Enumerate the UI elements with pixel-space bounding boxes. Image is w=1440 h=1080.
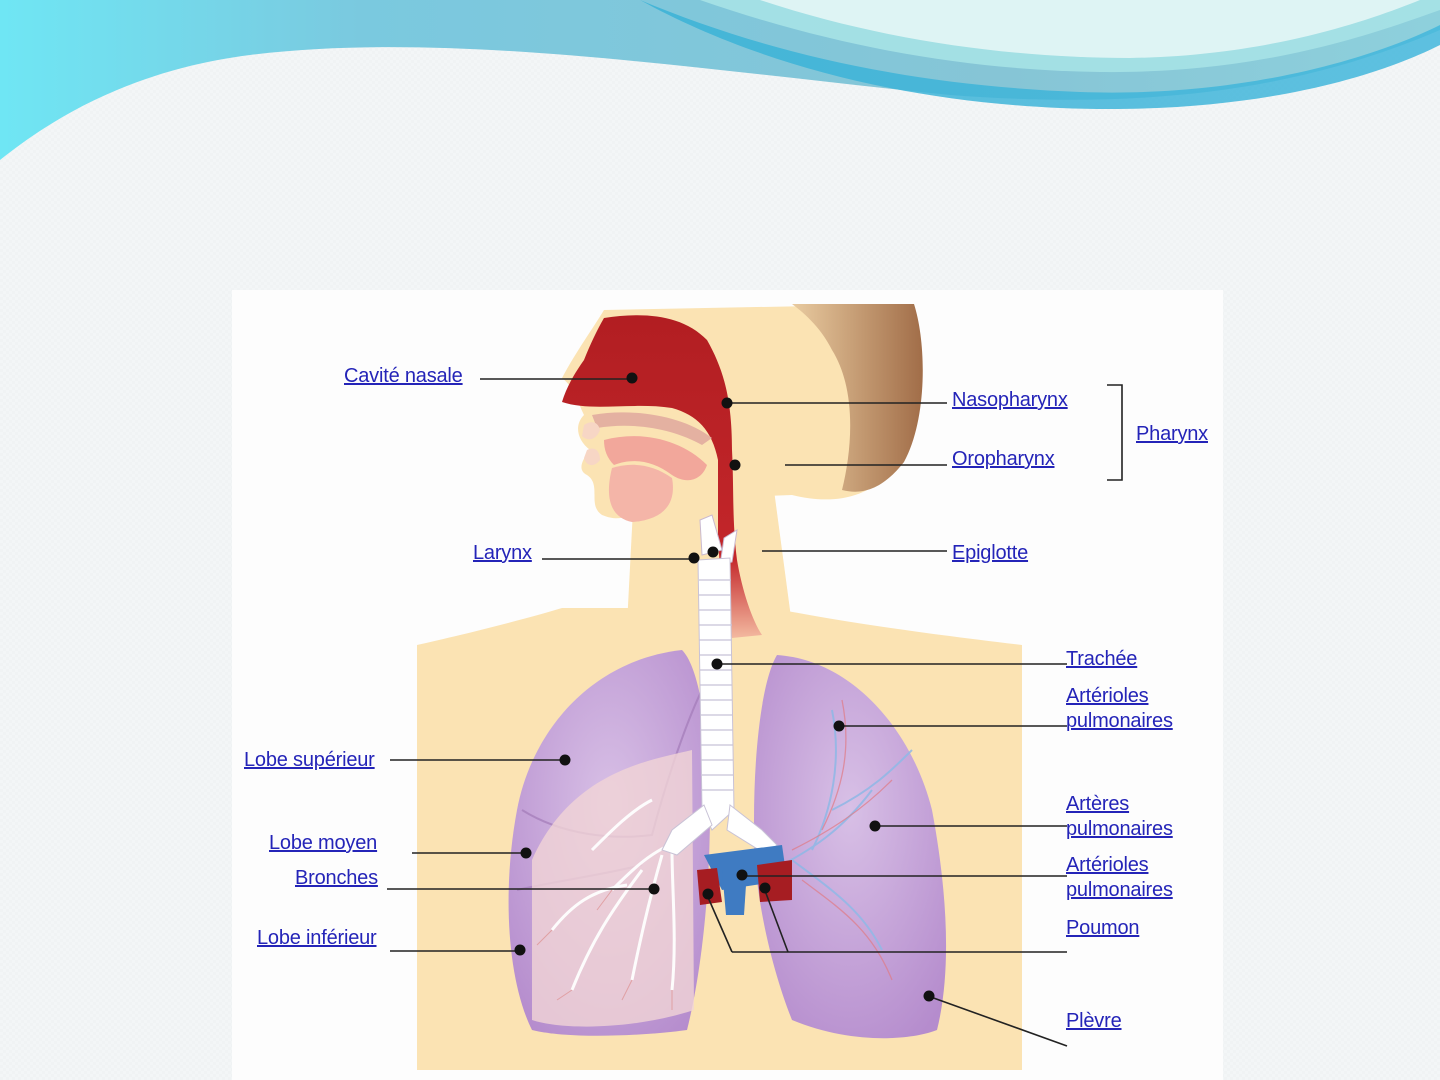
header-wave-decoration <box>0 0 1440 180</box>
label-lobe-superieur[interactable]: Lobe supérieur <box>244 748 375 772</box>
label-lobe-moyen[interactable]: Lobe moyen <box>269 831 377 855</box>
respiratory-system-diagram: Cavité nasale Nasopharynx Pharynx Oropha… <box>232 290 1223 1080</box>
label-arterioles-1-line2: pulmonaires <box>1066 710 1173 732</box>
label-epiglotte[interactable]: Epiglotte <box>952 541 1028 565</box>
label-oropharynx[interactable]: Oropharynx <box>952 447 1055 471</box>
label-arteres-pulmonaires[interactable]: Artères pulmonaires <box>1066 792 1173 842</box>
label-arteres-line1: Artères <box>1066 793 1129 815</box>
label-arterioles-2-line1: Artérioles <box>1066 854 1148 876</box>
label-nasopharynx[interactable]: Nasopharynx <box>952 388 1068 412</box>
label-poumon[interactable]: Poumon <box>1066 916 1139 940</box>
label-arteres-line2: pulmonaires <box>1066 818 1173 840</box>
label-bronches[interactable]: Bronches <box>295 866 378 890</box>
label-arterioles-pulmonaires-1[interactable]: Artérioles pulmonaires <box>1066 684 1173 734</box>
label-larynx[interactable]: Larynx <box>473 541 532 565</box>
label-trachee[interactable]: Trachée <box>1066 647 1137 671</box>
label-arterioles-1-line1: Artérioles <box>1066 685 1148 707</box>
label-pharynx[interactable]: Pharynx <box>1136 422 1208 446</box>
label-arterioles-2-line2: pulmonaires <box>1066 879 1173 901</box>
label-arterioles-pulmonaires-2[interactable]: Artérioles pulmonaires <box>1066 853 1173 903</box>
label-plevre[interactable]: Plèvre <box>1066 1009 1122 1033</box>
label-lobe-inferieur[interactable]: Lobe inférieur <box>257 926 377 950</box>
label-cavite-nasale[interactable]: Cavité nasale <box>344 364 463 388</box>
